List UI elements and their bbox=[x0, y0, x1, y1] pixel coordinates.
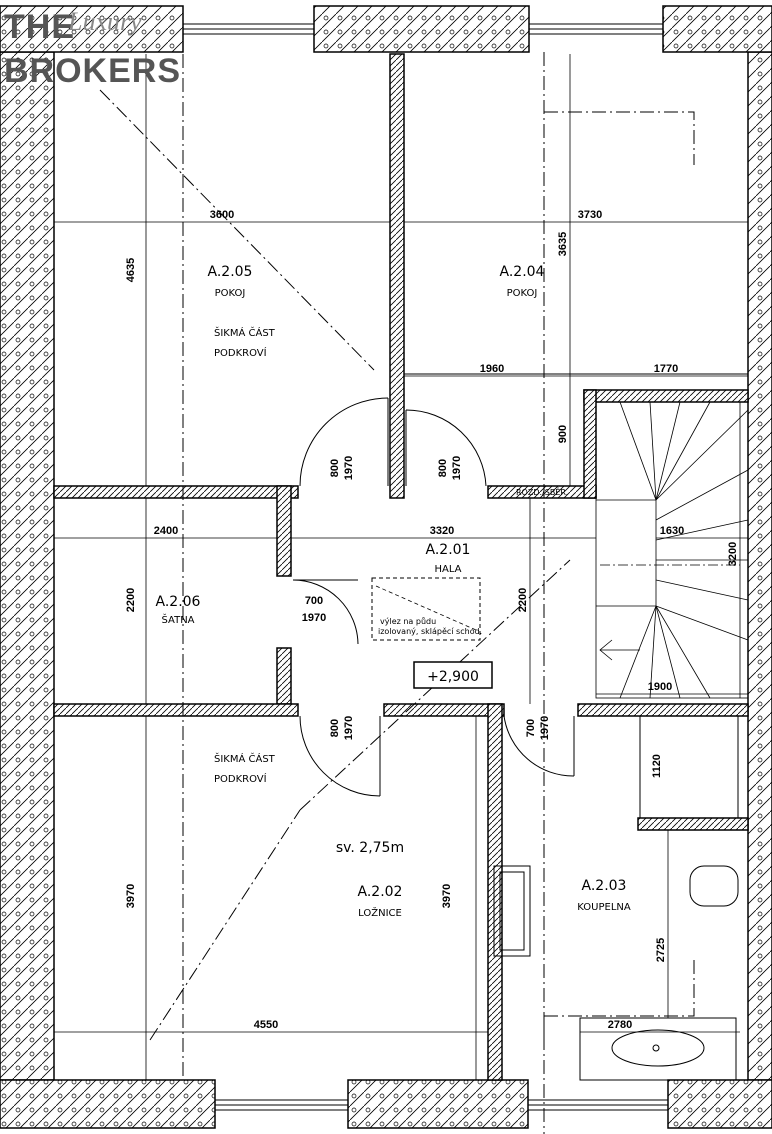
room-name: ŠATNA bbox=[161, 613, 194, 626]
doors bbox=[292, 397, 575, 797]
room-code: A.2.01 bbox=[426, 542, 471, 558]
windows bbox=[182, 23, 669, 1111]
room-name: KOUPELNA bbox=[577, 902, 631, 913]
dimension-label: 1970 bbox=[451, 456, 463, 480]
room-code: A.2.06 bbox=[156, 594, 201, 610]
dimension-label: 2200 bbox=[125, 588, 137, 612]
room-code: A.2.05 bbox=[208, 264, 253, 280]
dimension-label: 1900 bbox=[648, 681, 672, 693]
dimension-label: 3970 bbox=[125, 884, 137, 908]
dimension-label: 700 bbox=[305, 595, 323, 607]
dimension-label: 700 bbox=[525, 719, 537, 737]
dimension-label: 2200 bbox=[517, 588, 529, 612]
room-name: HALA bbox=[434, 564, 461, 575]
slope-note: PODKROVÍ bbox=[214, 346, 267, 359]
dimension-label: 800 bbox=[329, 459, 341, 477]
interior-walls bbox=[53, 53, 749, 1081]
room-code: A.2.04 bbox=[500, 264, 545, 280]
hatch-note: výlez na půdu bbox=[380, 616, 436, 626]
dimension-label: 3600 bbox=[210, 209, 234, 221]
dimension-label: 1970 bbox=[343, 456, 355, 480]
attic-hatch bbox=[371, 577, 481, 641]
dimension-lines bbox=[54, 54, 748, 1080]
staircase bbox=[595, 401, 749, 699]
dimension-label: 3730 bbox=[578, 209, 602, 221]
dimension-label: 1970 bbox=[539, 716, 551, 740]
dimension-label: 4635 bbox=[125, 258, 137, 282]
dimension-label: 4550 bbox=[254, 1019, 278, 1031]
room-name: POKOJ bbox=[507, 288, 538, 299]
ceiling-height: sv. 2,75m bbox=[336, 840, 404, 856]
dimension-label: 2780 bbox=[608, 1019, 632, 1031]
dimension-label: 2400 bbox=[154, 525, 178, 537]
dimension-label: 2725 bbox=[655, 938, 667, 962]
dimension-label: 900 bbox=[557, 425, 569, 443]
slope-note: ŠIKMÁ ČÁST bbox=[214, 326, 276, 339]
room-name: LOŽNICE bbox=[358, 906, 402, 919]
slope-note: PODKROVÍ bbox=[214, 772, 267, 785]
logo-script: Luxury bbox=[67, 7, 142, 36]
dimension-label: 800 bbox=[437, 459, 449, 477]
hatch-note: izolovaný, sklápěcí schod. bbox=[378, 627, 482, 636]
dimension-label: 1120 bbox=[651, 754, 663, 778]
room-outlines bbox=[53, 373, 748, 704]
dimension-label: 800 bbox=[329, 719, 341, 737]
dimension-label: 3970 bbox=[441, 884, 453, 908]
slope-lines bbox=[99, 52, 695, 1134]
dimension-label: 1630 bbox=[660, 525, 684, 537]
dimension-label: 3320 bbox=[430, 525, 454, 537]
room-name: POKOJ bbox=[215, 288, 246, 299]
level-label: +2,900 bbox=[427, 669, 479, 685]
logo-brokers: BROKERS bbox=[4, 52, 181, 90]
dimension-label: 1770 bbox=[654, 363, 678, 375]
level-box bbox=[413, 661, 493, 689]
dimension-label: 1970 bbox=[302, 612, 326, 624]
dimension-label: 3635 bbox=[557, 232, 569, 256]
dimension-label: 1960 bbox=[480, 363, 504, 375]
dimension-label: 3200 bbox=[727, 542, 739, 566]
room-code: A.2.02 bbox=[358, 884, 403, 900]
outer-walls bbox=[0, 5, 772, 1129]
distribution-label: ROZD./SBĚR. bbox=[516, 486, 568, 497]
room-code: A.2.03 bbox=[582, 878, 627, 894]
slope-note: ŠIKMÁ ČÁST bbox=[214, 752, 276, 765]
logo-the: THE bbox=[4, 8, 75, 46]
bathroom-fixtures bbox=[493, 715, 749, 1081]
dimension-label: 1970 bbox=[343, 716, 355, 740]
